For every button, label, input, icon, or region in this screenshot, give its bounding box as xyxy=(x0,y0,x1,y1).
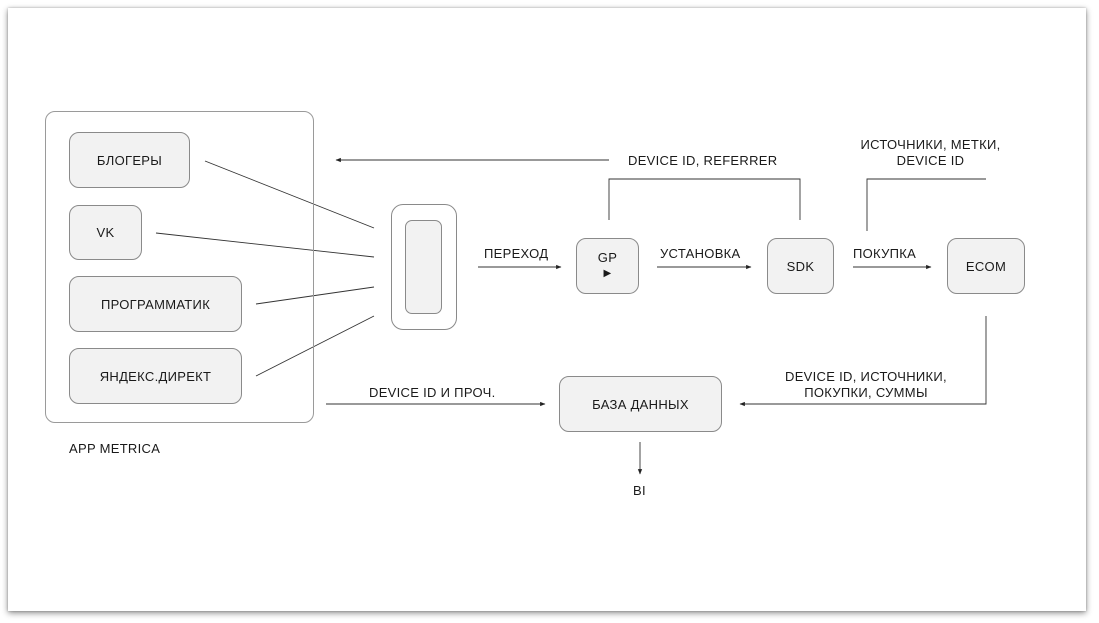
app-metrica-group xyxy=(45,111,314,423)
node-sdk: SDK xyxy=(767,238,834,294)
source-programmatic: ПРОГРАММАТИК xyxy=(69,276,242,332)
label-ecom-db-1: DEVICE ID, ИСТОЧНИКИ, xyxy=(785,369,947,384)
gp-label: GP xyxy=(597,250,618,265)
label-device-other: DEVICE ID И ПРОЧ. xyxy=(369,385,496,400)
label-bi: BI xyxy=(633,483,646,498)
line-ecom-sources xyxy=(866,178,986,231)
label-ecom-db-2: ПОКУПКИ, СУММЫ xyxy=(804,385,928,400)
app-metrica-label: APP METRICA xyxy=(69,441,161,456)
phone-screen xyxy=(405,220,442,314)
label-install: УСТАНОВКА xyxy=(660,246,741,261)
node-ecom: ECOM xyxy=(947,238,1025,294)
arrow-ecom-db xyxy=(739,316,987,407)
label-purchase: ПОКУПКА xyxy=(853,246,917,261)
source-yandex-direct: ЯНДЕКС.ДИРЕКТ xyxy=(69,348,242,404)
label-device-referrer: DEVICE ID, REFERRER xyxy=(628,153,778,168)
node-database: БАЗА ДАННЫХ xyxy=(559,376,722,432)
line-vk-phone xyxy=(155,232,375,258)
label-sources-tags-1: ИСТОЧНИКИ, МЕТКИ, xyxy=(860,137,1001,152)
label-sources-tags-2: DEVICE ID xyxy=(896,153,965,168)
play-icon: ▶ xyxy=(603,268,612,279)
line-programmatic-phone xyxy=(255,286,375,305)
line-yandex-phone xyxy=(255,315,375,377)
node-gp: GP ▶ xyxy=(576,238,639,294)
source-bloggers: БЛОГЕРЫ xyxy=(69,132,190,188)
source-vk: VK xyxy=(69,205,142,260)
label-transition: ПЕРЕХОД xyxy=(484,246,549,261)
line-bloggers-phone xyxy=(204,160,375,229)
line-gp-sdk-referrer xyxy=(608,178,801,220)
